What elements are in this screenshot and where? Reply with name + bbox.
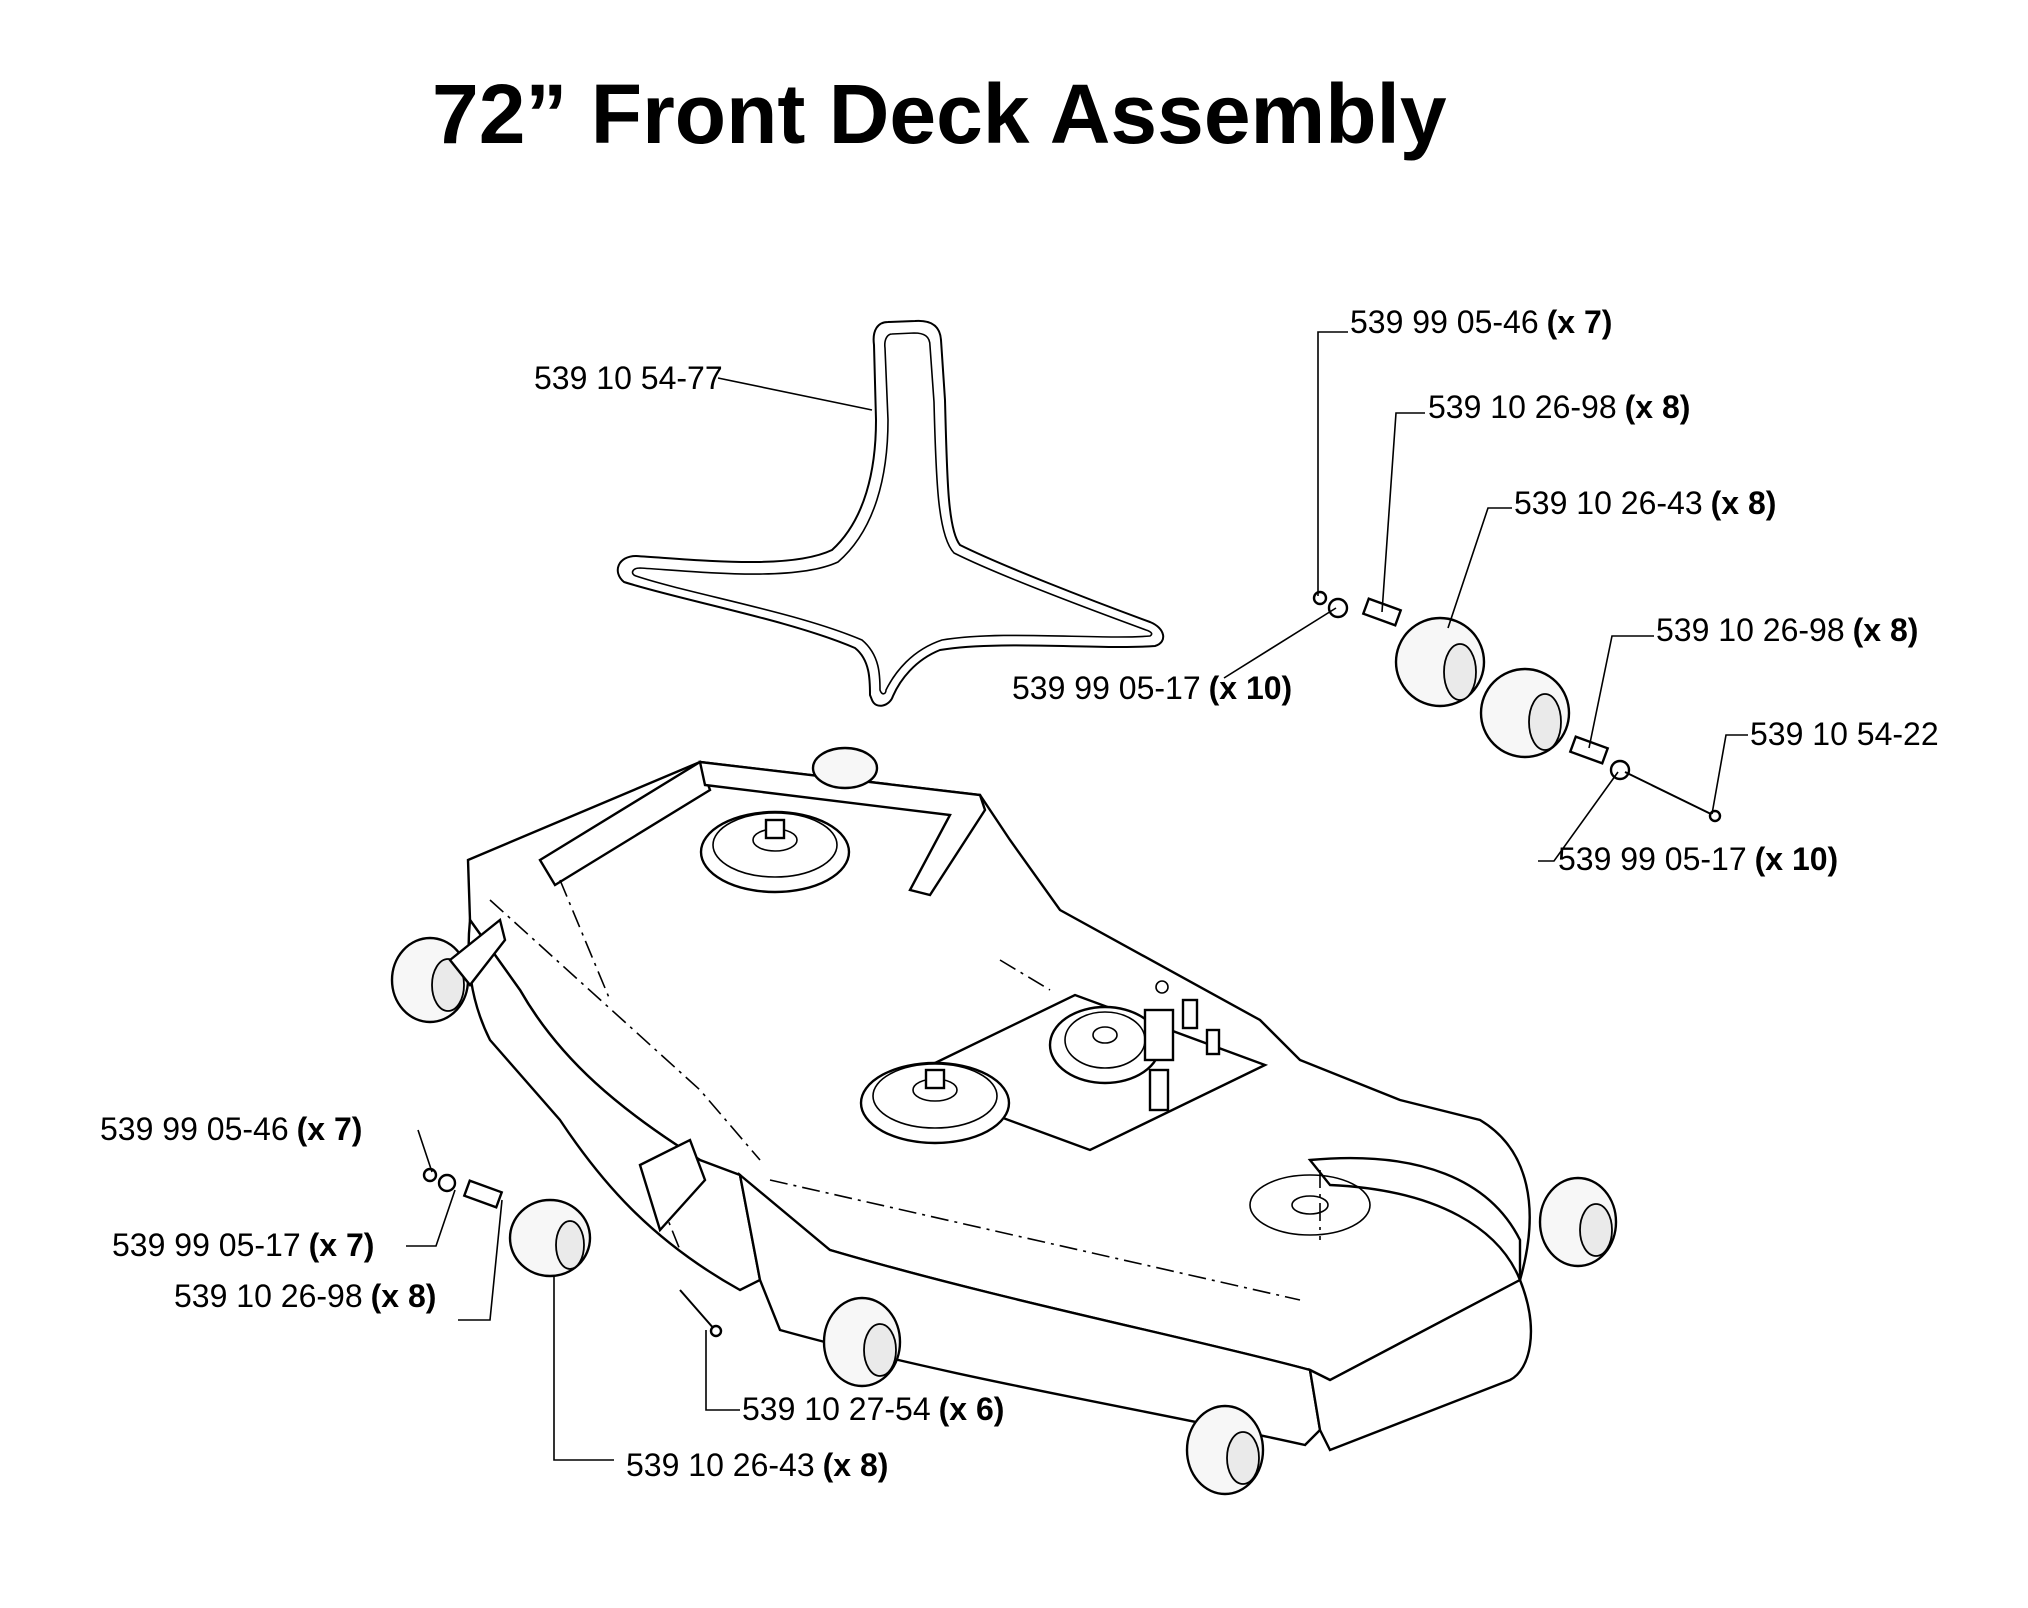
part-number: 539 10 26-98 xyxy=(174,1278,363,1314)
callout-r-spacer-bottom: 539 10 26-98(x 8) xyxy=(1656,612,1918,648)
callout-l-wheel: 539 10 26-43(x 8) xyxy=(626,1447,888,1483)
callout-l-washer: 539 99 05-17(x 7) xyxy=(112,1227,374,1263)
callout-l-pin: 539 10 27-54(x 6) xyxy=(742,1391,1004,1427)
right-caster-stack xyxy=(1312,590,1722,823)
callout-labels: 539 10 54-77 539 99 05-46(x 7) 539 10 26… xyxy=(100,304,1939,1483)
quantity: (x 8) xyxy=(1853,612,1919,648)
quantity: (x 7) xyxy=(309,1227,375,1263)
quantity: (x 8) xyxy=(371,1278,437,1314)
callout-r-axle: 539 10 54-22 xyxy=(1750,716,1939,752)
left-caster-stack xyxy=(422,1138,723,1338)
part-number: 539 10 54-22 xyxy=(1750,716,1939,752)
callout-belt: 539 10 54-77 xyxy=(534,360,723,396)
part-number: 539 99 05-17 xyxy=(1012,670,1201,706)
quantity: (x 8) xyxy=(823,1447,889,1483)
callout-r-washer-bottom: 539 99 05-17(x 10) xyxy=(1558,841,1838,877)
quantity: (x 8) xyxy=(1711,485,1777,521)
quantity: (x 6) xyxy=(939,1391,1005,1427)
page-title: 72” Front Deck Assembly xyxy=(432,67,1447,161)
spindle-pulley-left xyxy=(699,810,851,894)
part-number: 539 10 26-43 xyxy=(626,1447,815,1483)
part-number: 539 10 27-54 xyxy=(742,1391,931,1427)
part-number: 539 10 26-43 xyxy=(1514,485,1703,521)
quantity: (x 7) xyxy=(297,1111,363,1147)
part-number: 539 10 26-98 xyxy=(1656,612,1845,648)
quantity: (x 7) xyxy=(1547,304,1613,340)
idler-pulley xyxy=(1048,980,1221,1112)
quantity: (x 8) xyxy=(1625,389,1691,425)
callout-l-spacer: 539 10 26-98(x 8) xyxy=(174,1278,436,1314)
part-number: 539 99 05-46 xyxy=(1350,304,1539,340)
callout-r-wheel: 539 10 26-43(x 8) xyxy=(1514,485,1776,521)
quantity: (x 10) xyxy=(1209,670,1293,706)
part-number: 539 10 54-77 xyxy=(534,360,723,396)
part-number: 539 99 05-46 xyxy=(100,1111,289,1147)
callout-l-bolt: 539 99 05-46(x 7) xyxy=(100,1111,362,1147)
callout-r-washer-top: 539 99 05-17(x 10) xyxy=(1012,670,1292,706)
deck-caster-wheels xyxy=(390,746,1618,1496)
part-number: 539 99 05-17 xyxy=(112,1227,301,1263)
quantity: (x 10) xyxy=(1755,841,1839,877)
part-number: 539 10 26-98 xyxy=(1428,389,1617,425)
leader-lines xyxy=(406,331,1748,1461)
callout-r-bolt: 539 99 05-46(x 7) xyxy=(1350,304,1612,340)
part-number: 539 99 05-17 xyxy=(1558,841,1747,877)
drive-belt xyxy=(616,319,1165,707)
callout-r-spacer-top: 539 10 26-98(x 8) xyxy=(1428,389,1690,425)
spindle-pulley-right xyxy=(859,1061,1011,1145)
